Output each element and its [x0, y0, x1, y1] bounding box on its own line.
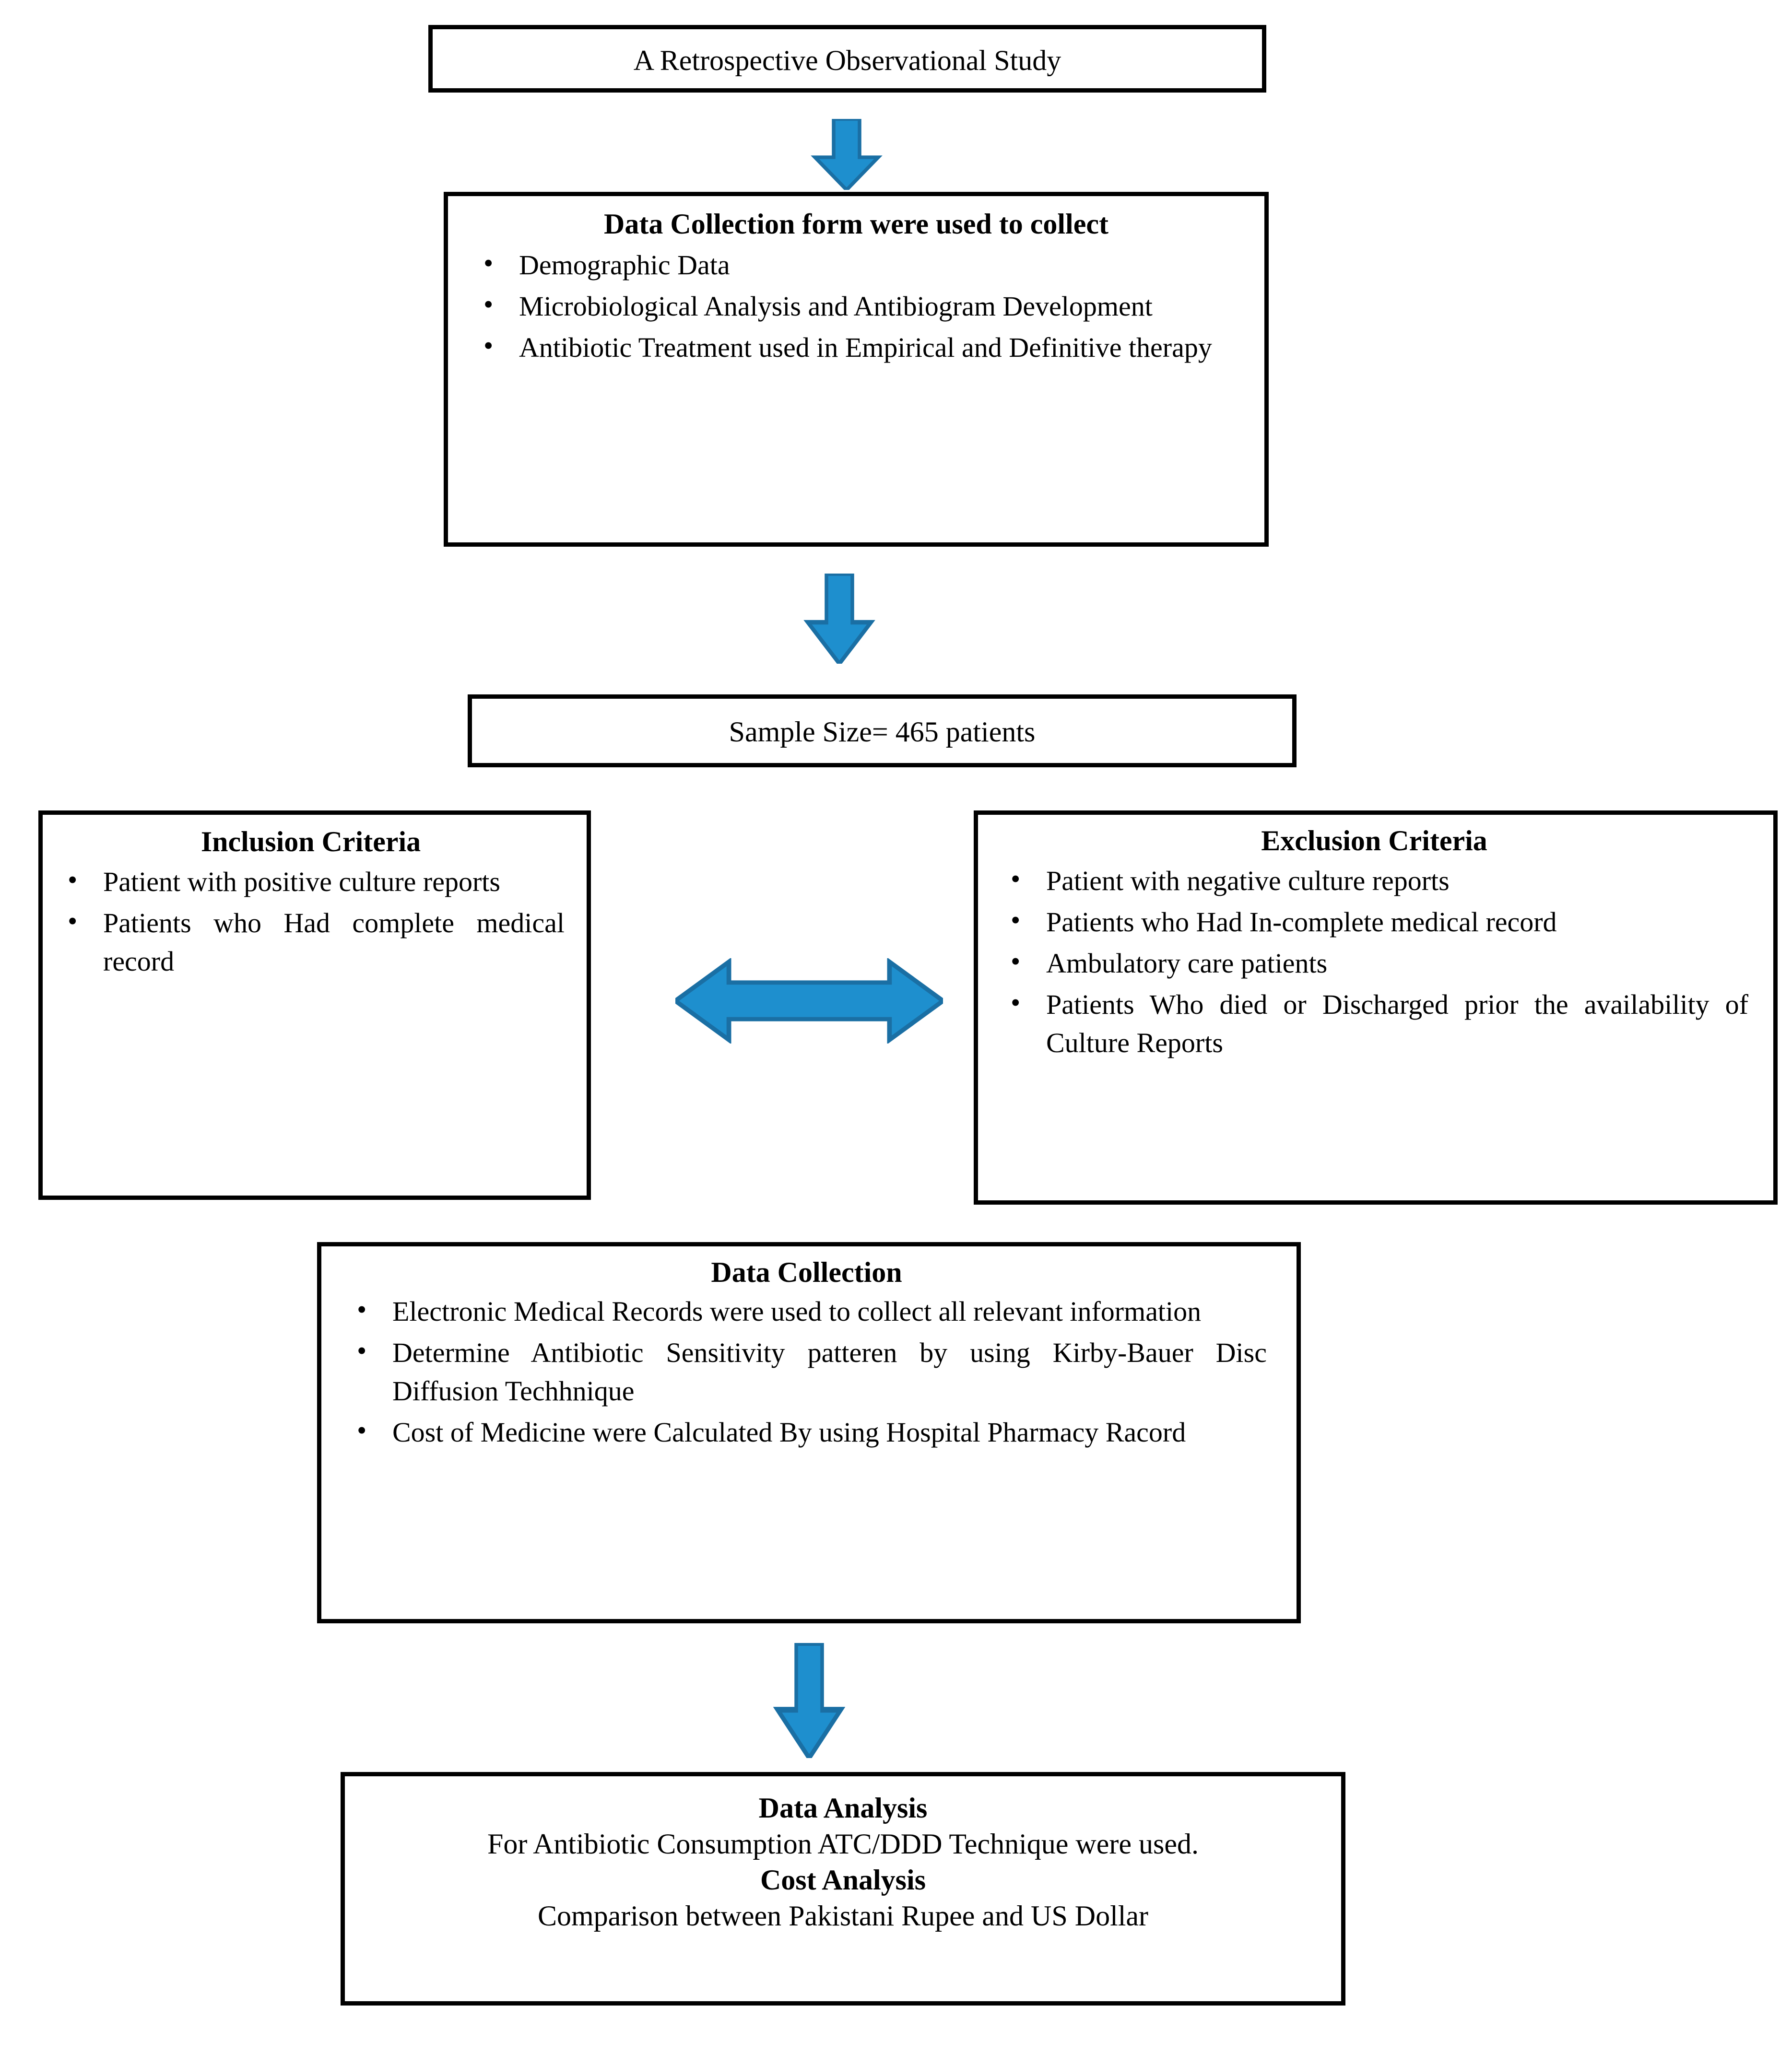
- list-item: Cost of Medicine were Calculated By usin…: [346, 1411, 1267, 1452]
- exclusion-criteria-heading: Exclusion Criteria: [1261, 825, 1487, 856]
- list-item: Demographic Data: [473, 244, 1239, 284]
- sample-size-text: Sample Size= 465 patients: [729, 716, 1036, 748]
- list-item: Patient with positive culture reports: [57, 861, 565, 901]
- list-item: Ambulatory care patients: [1000, 942, 1748, 983]
- study-type-title: A Retrospective Observational Study: [633, 45, 1061, 76]
- node-data-collection-form: Data Collection form were used to collec…: [444, 192, 1269, 547]
- node-sample-size: Sample Size= 465 patients: [468, 694, 1297, 767]
- data-collection-form-bullet-list: Demographic Data Microbiological Analysi…: [473, 244, 1239, 367]
- arrow-inclusion-exclusion-icon: [675, 958, 943, 1044]
- arrow-form-to-sample-icon: [803, 574, 875, 664]
- data-collection-heading: Data Collection: [711, 1256, 902, 1288]
- cost-analysis-text: Comparison between Pakistani Rupee and U…: [537, 1900, 1149, 1932]
- data-analysis-text: For Antibiotic Consumption ATC/DDD Techn…: [487, 1828, 1199, 1860]
- list-item: Patients who Had In-complete medical rec…: [1000, 901, 1748, 941]
- list-item: Electronic Medical Records were used to …: [346, 1290, 1267, 1331]
- list-item: Patients who Had complete medical record: [57, 902, 565, 981]
- exclusion-criteria-bullet-list: Patient with negative culture reports Pa…: [1000, 860, 1748, 1062]
- node-analysis: Data Analysis For Antibiotic Consumption…: [341, 1772, 1345, 2006]
- list-item: Antibiotic Treatment used in Empirical a…: [473, 327, 1239, 367]
- node-inclusion-criteria: Inclusion Criteria Patient with positive…: [38, 810, 591, 1200]
- list-item: Patients Who died or Discharged prior th…: [1000, 984, 1748, 1062]
- data-analysis-heading: Data Analysis: [758, 1792, 928, 1824]
- arrow-study-to-form-icon: [811, 119, 883, 190]
- inclusion-criteria-heading: Inclusion Criteria: [200, 826, 421, 857]
- list-item: Determine Antibiotic Sensitivity pattere…: [346, 1332, 1267, 1410]
- data-collection-form-heading: Data Collection form were used to collec…: [604, 208, 1108, 240]
- arrow-collection-to-analysis-icon: [773, 1643, 845, 1758]
- data-collection-bullet-list: Electronic Medical Records were used to …: [346, 1290, 1267, 1452]
- node-exclusion-criteria: Exclusion Criteria Patient with negative…: [974, 810, 1778, 1205]
- cost-analysis-heading: Cost Analysis: [760, 1864, 926, 1896]
- list-item: Patient with negative culture reports: [1000, 860, 1748, 900]
- list-item: Microbiological Analysis and Antibiogram…: [473, 285, 1239, 326]
- inclusion-criteria-bullet-list: Patient with positive culture reports Pa…: [57, 861, 565, 981]
- node-study-type: A Retrospective Observational Study: [428, 25, 1266, 93]
- node-data-collection: Data Collection Electronic Medical Recor…: [317, 1242, 1301, 1623]
